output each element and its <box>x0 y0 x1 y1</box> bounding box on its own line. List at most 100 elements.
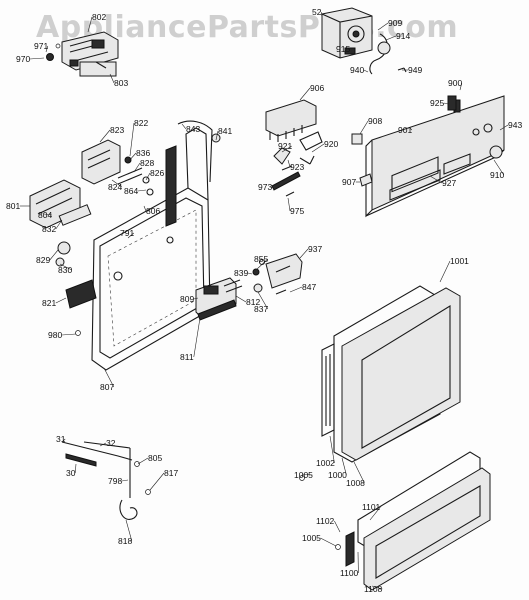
leader-line-806 <box>143 205 147 212</box>
timer-assembly-52 <box>321 7 407 75</box>
leader-line-807 <box>103 367 115 388</box>
part-label-802: 802 <box>92 12 106 22</box>
leader-line-798 <box>121 479 129 482</box>
leader-line-1001 <box>439 260 451 283</box>
leader-line-802 <box>87 16 93 33</box>
link-assembly-798 <box>61 441 151 520</box>
control-panel-901 <box>351 95 505 218</box>
part-label-1005b: 1005 <box>302 533 321 543</box>
leader-line-923 <box>287 159 291 168</box>
part-label-832: 832 <box>42 224 56 234</box>
part-label-1100: 1100 <box>340 568 359 578</box>
leader-line-855 <box>255 258 269 271</box>
leader-line-940 <box>363 69 369 73</box>
part-label-52: 52 <box>312 7 322 17</box>
leader-line-943 <box>499 124 509 131</box>
hinge-arm-821 <box>65 279 97 336</box>
leader-line-823 <box>99 129 111 143</box>
part-label-900: 900 <box>448 78 462 88</box>
leader-line-971 <box>45 45 49 53</box>
switch-block-906 <box>265 99 323 197</box>
part-label-906: 906 <box>310 83 324 93</box>
misc-parts <box>95 61 457 550</box>
leader-line-975 <box>287 197 291 212</box>
part-label-803: 803 <box>114 78 128 88</box>
leader-line-910 <box>493 159 505 176</box>
leader-line-847 <box>289 286 303 293</box>
part-label-923: 923 <box>290 162 304 172</box>
leader-line-1108 <box>371 585 383 590</box>
part-label-807: 807 <box>100 382 114 392</box>
part-label-836: 836 <box>136 148 150 158</box>
leader-line-826 <box>145 172 151 181</box>
leader-line-927 <box>429 175 443 184</box>
part-label-1001: 1001 <box>450 256 469 266</box>
switch-assembly-802 <box>46 31 119 77</box>
leader-line-1008 <box>353 461 365 484</box>
leader-line-811 <box>193 317 201 358</box>
leader-line-791 <box>127 232 134 239</box>
part-label-843: 843 <box>186 124 200 134</box>
leader-line-837 <box>257 291 269 310</box>
part-label-828: 828 <box>140 158 154 168</box>
part-label-847: 847 <box>302 282 316 292</box>
leader-line-30 <box>74 463 77 474</box>
leader-line-901 <box>409 127 413 131</box>
leader-line-908 <box>359 120 369 135</box>
part-label-1002: 1002 <box>316 458 335 468</box>
part-label-1005: 1005 <box>294 470 313 480</box>
outer-door-panel <box>321 285 461 463</box>
kickplate <box>345 451 491 591</box>
leader-line-803 <box>109 73 115 84</box>
part-label-1102: 1102 <box>316 516 335 526</box>
leader-line-1002 <box>329 435 335 464</box>
part-label-804: 804 <box>38 210 52 220</box>
leader-line-839 <box>247 272 253 275</box>
part-label-907: 907 <box>342 177 356 187</box>
leader-line-830 <box>59 263 72 271</box>
leader-line-980 <box>61 333 77 336</box>
part-label-806: 806 <box>146 206 160 216</box>
latch-937 <box>252 253 303 295</box>
part-label-864: 864 <box>124 186 138 196</box>
part-label-920: 920 <box>324 139 338 149</box>
part-label-1008: 1008 <box>346 478 365 488</box>
leader-line-821 <box>55 297 67 304</box>
leader-line-925 <box>443 102 449 105</box>
part-label-1000: 1000 <box>328 470 347 480</box>
part-label-32: 32 <box>106 438 116 448</box>
part-label-837: 837 <box>254 304 268 314</box>
door-handle-811 <box>195 277 243 321</box>
part-label-1101: 1101 <box>362 502 381 512</box>
part-label-798: 798 <box>108 476 122 486</box>
part-label-821: 821 <box>42 298 56 308</box>
part-label-925: 925 <box>430 98 444 108</box>
part-label-824: 824 <box>108 182 122 192</box>
leader-line-914 <box>385 35 397 41</box>
leader-line-31 <box>61 438 66 443</box>
part-label-829: 829 <box>36 255 50 265</box>
leader-line-843 <box>181 123 187 130</box>
part-label-826: 826 <box>150 168 164 178</box>
part-label-817: 817 <box>164 468 178 478</box>
part-label-937: 937 <box>308 244 322 254</box>
part-label-949: 949 <box>408 65 422 75</box>
part-label-940: 940 <box>350 65 364 75</box>
leader-line-1005 <box>301 473 313 476</box>
leader-line-906 <box>299 87 311 101</box>
part-label-915: 915 <box>336 44 350 54</box>
leader-line-32 <box>99 442 107 447</box>
part-label-927: 927 <box>442 178 456 188</box>
part-label-910: 910 <box>490 170 504 180</box>
part-label-975: 975 <box>290 206 304 216</box>
part-label-791: 791 <box>120 228 134 238</box>
part-label-973: 973 <box>258 182 272 192</box>
leader-line-828 <box>133 162 141 173</box>
leader-line-1101 <box>369 506 381 521</box>
part-label-839: 839 <box>234 268 248 278</box>
part-label-909: 909 <box>388 18 402 28</box>
part-label-980: 980 <box>48 330 62 340</box>
part-label-31: 31 <box>56 434 66 444</box>
leader-line-920 <box>311 143 325 153</box>
